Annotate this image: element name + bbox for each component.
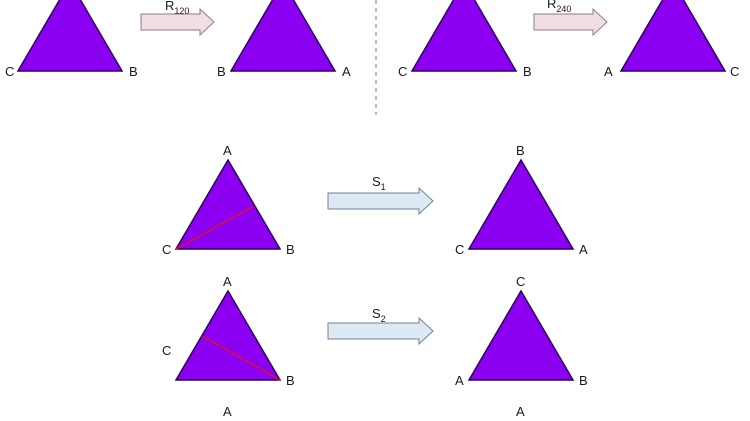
rotation-arrow-r240 — [533, 7, 608, 37]
vertex-label-right: A — [579, 242, 588, 257]
rotation-r240-group: C B R240 A C — [398, 0, 739, 79]
vertex-label-left: C — [398, 64, 407, 79]
reflection-s1-group: A C B S1 B C A — [162, 143, 588, 257]
triangle-before-s2 — [174, 289, 282, 381]
rotation-label-r120: R120 — [165, 0, 189, 16]
vertex-label-right: C — [730, 64, 739, 79]
vertex-label-right: B — [523, 64, 532, 79]
rotation-label-r240: R240 — [547, 0, 571, 14]
vertex-label-top: B — [516, 143, 525, 158]
vertex-label-left: C — [455, 242, 464, 257]
vertex-label-right: A — [342, 64, 351, 79]
vertex-label-right: B — [286, 242, 295, 257]
triangle-after-s1 — [467, 158, 575, 250]
vertex-label-top: A — [223, 274, 232, 289]
vertex-label-left: B — [217, 64, 226, 79]
vertex-label-left: A — [604, 64, 613, 79]
vertex-label-right: B — [129, 64, 138, 79]
vertex-label-side: C — [162, 343, 171, 358]
vertex-label-right: B — [286, 373, 295, 388]
triangle-before-r240 — [410, 0, 518, 72]
triangle-before-r120 — [16, 0, 124, 72]
vertex-label-left: A — [455, 373, 464, 388]
vertex-label-left: C — [162, 242, 171, 257]
reflection-axis-s1 — [175, 205, 255, 250]
triangle-after-r120 — [229, 0, 337, 72]
reflection-label-s2: S2 — [372, 306, 386, 324]
rotation-arrow-r120 — [140, 7, 215, 37]
triangle-before-s1 — [174, 158, 282, 250]
reflection-arrow-s1 — [327, 186, 434, 216]
reflection-label-s1: S1 — [372, 174, 386, 192]
vertex-label-left: C — [5, 64, 14, 79]
reflection-axis-s2 — [201, 335, 281, 381]
vertex-label-right: B — [579, 373, 588, 388]
triangle-after-r240 — [619, 0, 727, 72]
vertex-label-top: A — [223, 143, 232, 158]
vertex-label-bottom: A — [223, 404, 232, 419]
reflection-s2-group: A C B A S2 C A B A — [162, 274, 588, 419]
triangle-after-s2 — [467, 289, 575, 381]
rotation-r120-group: C B R120 B A — [5, 0, 351, 79]
vertex-label-top: C — [516, 274, 525, 289]
reflection-arrow-s2 — [327, 316, 434, 346]
vertex-label-bottom: A — [516, 404, 525, 419]
